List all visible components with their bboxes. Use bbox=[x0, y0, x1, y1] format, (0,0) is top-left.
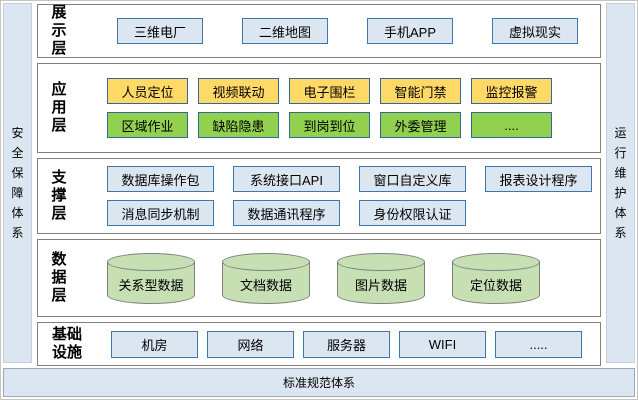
infrastructure-layer-content: 机房 网络 服务器 WIFI ..... bbox=[111, 330, 600, 358]
support-row-1: 数据库操作包 系统接口API 窗口自定义库 报表设计程序 bbox=[107, 166, 600, 192]
diagram-node: WIFI bbox=[399, 330, 486, 358]
presentation-layer-panel: 展示层 三维电厂 二维地图 手机APP 虚拟现实 bbox=[37, 4, 601, 58]
cylinder-label: 定位数据 bbox=[469, 278, 522, 293]
diagram-body: 安全保障体系 展示层 三维电厂 二维地图 手机APP 虚拟现实 应用层 bbox=[1, 1, 637, 366]
application-layer-label: 应用层 bbox=[51, 80, 67, 135]
cylinder-label: 图片数据 bbox=[354, 278, 407, 293]
bottom-banner-standards-system: 标准规范体系 bbox=[3, 368, 635, 397]
application-row-2: 区域作业 缺陷隐患 到岗到位 外委管理 .... bbox=[107, 112, 600, 138]
diagram-node: 二维地图 bbox=[242, 18, 328, 44]
bottom-banner-label: 标准规范体系 bbox=[282, 376, 355, 390]
data-layer-label: 数据层 bbox=[51, 250, 67, 305]
diagram-node: 身份权限认证 bbox=[359, 200, 466, 226]
diagram-node: 监控报警 bbox=[471, 78, 552, 104]
diagram-node: 消息同步机制 bbox=[107, 200, 214, 226]
diagram-node: 数据库操作包 bbox=[107, 166, 214, 192]
support-layer-label: 支撑层 bbox=[51, 168, 67, 223]
diagram-node: 智能门禁 bbox=[380, 78, 461, 104]
diagram-node: 服务器 bbox=[303, 330, 390, 358]
diagram-node: 数据通讯程序 bbox=[233, 200, 340, 226]
database-cylinder: 图片数据 bbox=[336, 252, 426, 304]
diagram-node: 区域作业 bbox=[107, 112, 188, 138]
support-layer-content: 数据库操作包 系统接口API 窗口自定义库 报表设计程序 消息同步机制 数据通讯… bbox=[107, 166, 600, 226]
application-layer-content: 人员定位 视频联动 电子围栏 智能门禁 监控报警 区域作业 缺陷隐患 到岗到位 … bbox=[107, 78, 600, 138]
infrastructure-layer-panel: 基础设施 机房 网络 服务器 WIFI ..... bbox=[37, 322, 601, 366]
presentation-layer-label: 展示层 bbox=[51, 3, 67, 58]
diagram-node: 虚拟现实 bbox=[492, 18, 578, 44]
diagram-node: 手机APP bbox=[367, 18, 453, 44]
diagram-node: 到岗到位 bbox=[289, 112, 370, 138]
presentation-row: 三维电厂 二维地图 手机APP 虚拟现实 bbox=[117, 18, 600, 44]
support-layer-panel: 支撑层 数据库操作包 系统接口API 窗口自定义库 报表设计程序 消息同步机制 … bbox=[37, 158, 601, 234]
data-layer-content: 关系型数据 文档数据 图片数据 定位数据 bbox=[106, 252, 600, 304]
cylinder-label: 文档数据 bbox=[239, 278, 292, 293]
left-banner-label: 安全保障体系 bbox=[11, 125, 24, 241]
presentation-layer-content: 三维电厂 二维地图 手机APP 虚拟现实 bbox=[117, 18, 600, 44]
diagram-node: 视频联动 bbox=[198, 78, 279, 104]
diagram-node: .... bbox=[471, 112, 552, 138]
diagram-node: 电子围栏 bbox=[289, 78, 370, 104]
diagram-node: 网络 bbox=[207, 330, 294, 358]
layers-column: 展示层 三维电厂 二维地图 手机APP 虚拟现实 应用层 人员定位 视频联动 bbox=[37, 3, 601, 366]
application-row-1: 人员定位 视频联动 电子围栏 智能门禁 监控报警 bbox=[107, 78, 600, 104]
diagram-node: ..... bbox=[495, 330, 582, 358]
infrastructure-row: 机房 网络 服务器 WIFI ..... bbox=[111, 330, 600, 358]
diagram-node: 系统接口API bbox=[233, 166, 340, 192]
database-cylinder: 定位数据 bbox=[451, 252, 541, 304]
right-banner-label: 运行维护体系 bbox=[614, 125, 627, 241]
infrastructure-layer-label: 基础设施 bbox=[51, 325, 82, 361]
diagram-node: 机房 bbox=[111, 330, 198, 358]
diagram-node: 缺陷隐患 bbox=[198, 112, 279, 138]
application-layer-panel: 应用层 人员定位 视频联动 电子围栏 智能门禁 监控报警 区域作业 缺陷隐患 到… bbox=[37, 63, 601, 153]
support-row-2: 消息同步机制 数据通讯程序 身份权限认证 bbox=[107, 200, 600, 226]
database-cylinder: 文档数据 bbox=[221, 252, 311, 304]
diagram-node: 报表设计程序 bbox=[485, 166, 592, 192]
diagram-node: 人员定位 bbox=[107, 78, 188, 104]
database-cylinder: 关系型数据 bbox=[106, 252, 196, 304]
data-layer-panel: 数据层 关系型数据 文档数据 图片数据 定位数据 bbox=[37, 239, 601, 317]
left-banner-security-system: 安全保障体系 bbox=[3, 3, 32, 363]
diagram-node: 外委管理 bbox=[380, 112, 461, 138]
diagram-node: 三维电厂 bbox=[117, 18, 203, 44]
diagram-node: 窗口自定义库 bbox=[359, 166, 466, 192]
right-banner-operation-maintenance-system: 运行维护体系 bbox=[606, 3, 635, 363]
cylinder-label: 关系型数据 bbox=[118, 278, 184, 293]
data-row: 关系型数据 文档数据 图片数据 定位数据 bbox=[106, 252, 600, 304]
